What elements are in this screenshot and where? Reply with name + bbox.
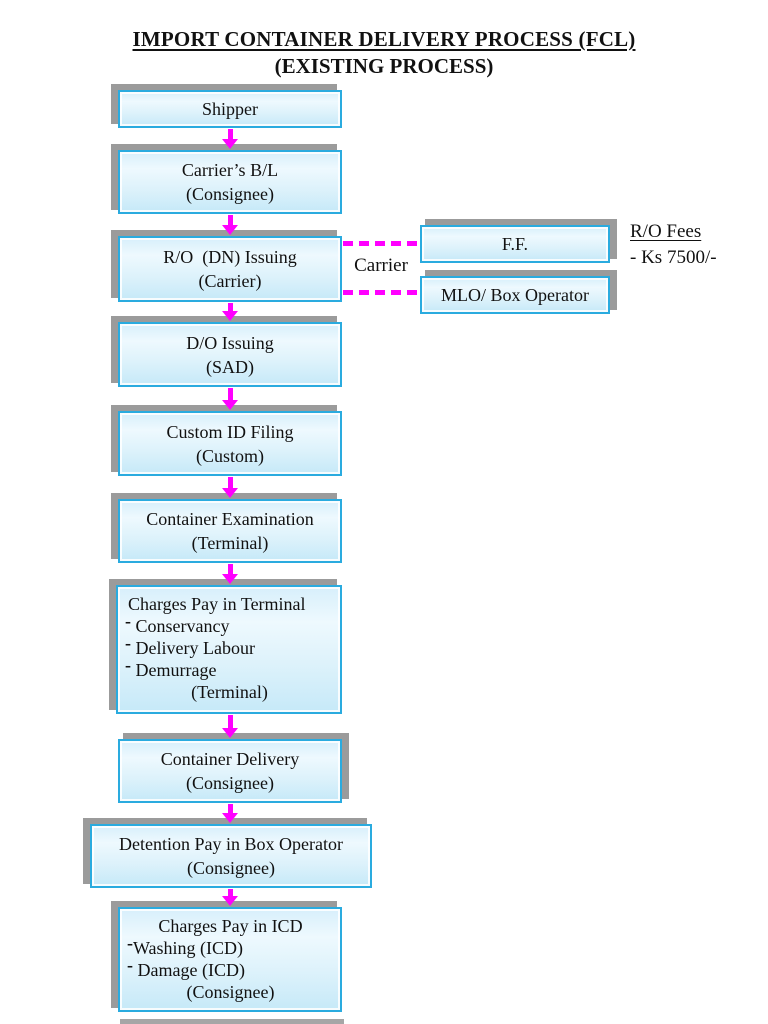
bullet-item: - Conservancy (125, 611, 334, 637)
arrow-stem (228, 477, 233, 489)
arrow-stem (228, 388, 233, 401)
title-line-1: IMPORT CONTAINER DELIVERY PROCESS (FCL) (132, 27, 636, 51)
bullet-item: - Delivery Labour (125, 633, 334, 659)
box-label: Container Delivery (160, 749, 300, 769)
box-label: D/O Issuing (186, 332, 274, 353)
box-label: Charges Pay in Terminal (128, 594, 306, 614)
flow-box-do-issuing: D/O Issuing (SAD) (118, 322, 342, 387)
flow-arrow (222, 129, 239, 149)
bullet-item: - Damage (ICD) (127, 955, 334, 981)
arrow-stem (228, 215, 233, 226)
bullet-dash: - (125, 611, 131, 631)
flow-arrow (222, 477, 239, 498)
flow-box-container-delivery: Container Delivery (Consignee) (118, 739, 342, 803)
box-label: Detention Pay in Box Operator (119, 834, 343, 854)
box-label: Custom ID Filing (166, 421, 294, 442)
box-sublabel: (Consignee) (186, 184, 274, 204)
bullet-dash: - (125, 655, 131, 675)
box-sublabel: (Consignee) (186, 773, 274, 793)
flow-box-container-examination: Container Examination (Terminal) (118, 499, 342, 563)
flow-arrow (222, 889, 239, 906)
flow-arrow (222, 388, 239, 410)
dashed-connector-ff (343, 241, 419, 246)
flow-box-custom-id-filing: Custom ID Filing (Custom) (118, 411, 342, 476)
flow-box-carriers-bl: Carrier’s B/L (Consignee) (118, 150, 342, 214)
flow-arrow (222, 215, 239, 235)
side-box-mlo-box-operator: MLO/ Box Operator (420, 276, 610, 314)
box-sublabel: (Consignee) (187, 858, 275, 878)
box-label: Shipper (202, 99, 258, 119)
flow-box-shipper: Shipper (118, 90, 342, 128)
arrow-head-icon (222, 728, 238, 738)
flow-arrow (222, 804, 239, 823)
arrow-stem (228, 564, 233, 575)
flow-box-ro-dn-issuing: R/O (DN) Issuing (Carrier) (118, 236, 342, 302)
bullet-label: Delivery Labour (131, 638, 255, 658)
connector-label-carrier: Carrier (354, 255, 408, 276)
arrow-stem (228, 889, 233, 897)
ro-fees-note: R/O Fees - Ks 7500/- (630, 219, 717, 271)
bullet-item: - Washing (ICD) (127, 933, 334, 959)
arrow-head-icon (222, 488, 238, 498)
bullet-dash: - (125, 633, 131, 653)
bullet-dash: - (127, 933, 133, 953)
box-sublabel: (Terminal) (191, 533, 269, 553)
flow-arrow (222, 303, 239, 321)
arrow-head-icon (222, 574, 238, 584)
side-box-ff: F.F. (420, 225, 610, 263)
box-label: R/O (DN) Issuing (163, 247, 297, 267)
box-sublabel: (Custom) (195, 445, 264, 466)
flow-box-detention-pay: Detention Pay in Box Operator (Consignee… (90, 824, 372, 888)
bullet-label: Demurrage (131, 660, 217, 680)
arrow-head-icon (222, 896, 238, 906)
box-sublabel: (SAD) (206, 356, 254, 377)
flow-box-charges-terminal: Charges Pay in Terminal - Conservancy - … (116, 585, 342, 714)
box-sublabel: (Terminal) (191, 682, 268, 702)
arrow-head-icon (222, 400, 238, 410)
box-label: F.F. (501, 234, 529, 254)
arrow-head-icon (222, 311, 238, 321)
cutoff-next-box-shadow (120, 1019, 344, 1024)
arrow-stem (228, 129, 233, 140)
dashed-connector-mlo (343, 290, 419, 295)
box-label: Charges Pay in ICD (158, 916, 303, 936)
box-label: Container Examination (146, 509, 314, 529)
title-line-2: (EXISTING PROCESS) (274, 54, 494, 78)
arrow-stem (228, 804, 233, 814)
box-label: MLO/ Box Operator (441, 285, 589, 305)
box-sublabel: (Carrier) (198, 271, 262, 291)
arrow-head-icon (222, 139, 238, 149)
arrow-stem (228, 303, 233, 312)
arrow-head-icon (222, 225, 238, 235)
bullet-label: Washing (ICD) (133, 938, 244, 958)
note-heading: R/O Fees (630, 221, 702, 242)
box-sublabel: (Consignee) (186, 982, 275, 1002)
bullet-label: Damage (ICD) (133, 960, 245, 980)
flow-arrow (222, 564, 239, 584)
flow-arrow (222, 715, 239, 738)
diagram-title: IMPORT CONTAINER DELIVERY PROCESS (FCL) … (0, 27, 768, 79)
bullet-dash: - (127, 955, 133, 975)
box-label: Carrier’s B/L (181, 160, 279, 180)
note-detail: - Ks 7500/- (630, 247, 717, 268)
bullet-item: - Demurrage (125, 655, 334, 681)
arrow-head-icon (222, 813, 238, 823)
arrow-stem (228, 715, 233, 729)
bullet-label: Conservancy (131, 616, 230, 636)
flow-box-charges-icd: Charges Pay in ICD - Washing (ICD) - Dam… (118, 907, 342, 1012)
